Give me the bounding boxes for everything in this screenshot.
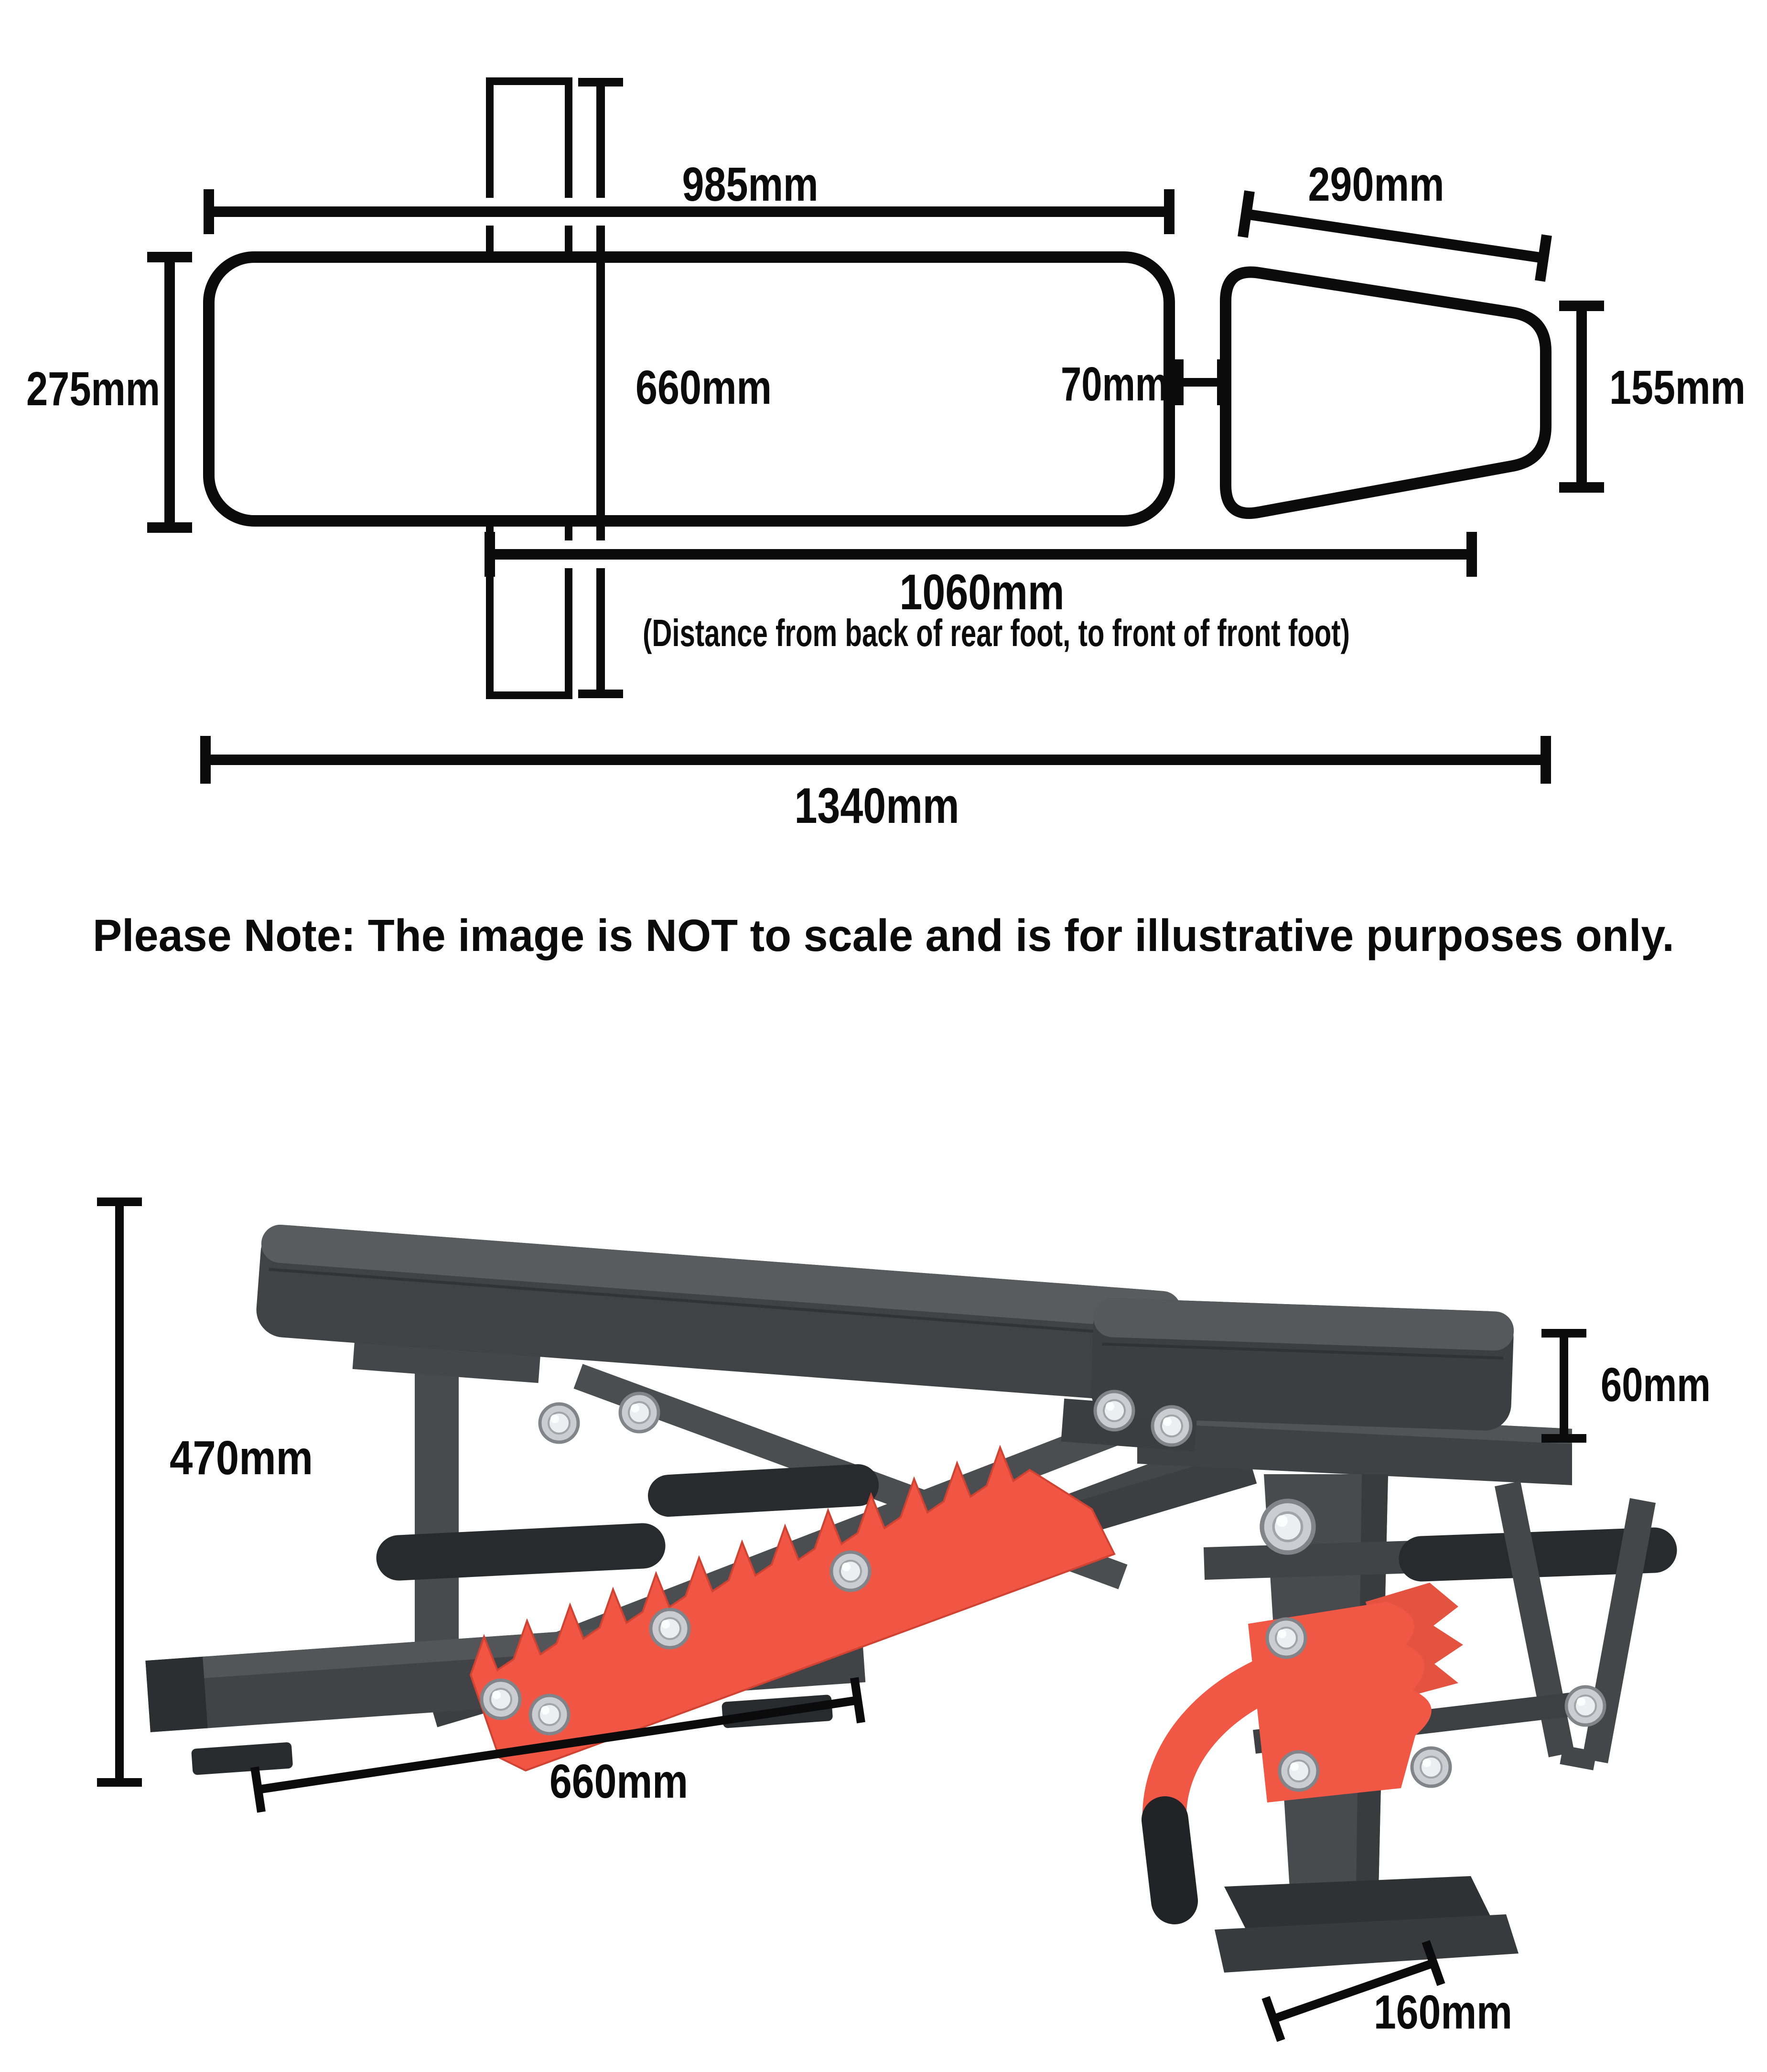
bench-adjustment-rack	[469, 1445, 1116, 1772]
dim-label-160: 160mm	[1374, 1986, 1512, 2039]
dim-label-1060: 1060mm	[900, 564, 1065, 620]
foam-grip-mid	[648, 1464, 879, 1517]
dim-foot-width: 160mm	[1261, 1940, 1512, 2042]
dim-overall-length: 1340mm	[200, 736, 1551, 834]
bench-pull-handle	[1142, 1635, 1359, 1851]
dim-label-155: 155mm	[1609, 361, 1745, 414]
dim-label-660-base: 660mm	[549, 1755, 688, 1808]
dim-pad-width: 275mm	[26, 252, 192, 533]
scale-note: Please Note: The image is NOT to scale a…	[93, 910, 1674, 961]
dim-seat-width: 290mm	[1238, 158, 1552, 282]
dim-label-70: 70mm	[1061, 357, 1168, 411]
foam-grip-front	[1399, 1527, 1677, 1582]
main-pad-outline	[203, 251, 1175, 527]
dim-seat-pad-width: 155mm	[1559, 301, 1745, 493]
dim-label-470: 470mm	[170, 1431, 313, 1485]
dim-label-275: 275mm	[26, 362, 160, 416]
top-view-schematic: 660mm 985mm 290mm 275mm	[26, 77, 1745, 834]
dim-foot-distance: 1060mm (Distance from back of rear foot,…	[475, 532, 1484, 654]
foam-grip-left	[376, 1523, 666, 1581]
dim-label-290: 290mm	[1308, 158, 1444, 211]
dim-seat-thickness: 60mm	[1541, 1329, 1711, 1443]
dim-label-60: 60mm	[1601, 1358, 1711, 1412]
dim-label-1340: 1340mm	[795, 778, 959, 834]
dim-label-1060-note: (Distance from back of rear foot, to fro…	[643, 612, 1350, 654]
dim-label-985: 985mm	[682, 158, 819, 211]
pull-handle-grip	[1142, 1796, 1198, 1924]
front-foot-base	[1215, 1914, 1519, 1973]
dim-label-660-top: 660mm	[636, 361, 772, 414]
side-view-dimensions: 470mm 60mm 660mm 160mm	[97, 1198, 1711, 2042]
dim-pad-gap: 70mm	[1061, 357, 1226, 411]
dim-width-top: 985mm	[196, 158, 1180, 234]
dim-base-length: 660mm	[250, 1677, 865, 1813]
bench-seat-pad	[1091, 1298, 1514, 1431]
rear-rubber-foot	[191, 1742, 293, 1775]
seat-pad-outline	[1220, 266, 1552, 519]
bench-photo	[145, 1224, 1677, 1973]
dim-height: 470mm	[97, 1198, 313, 1787]
bench-main-pad	[256, 1224, 1198, 1452]
dim-rear-foot-length: 660mm	[578, 78, 772, 698]
